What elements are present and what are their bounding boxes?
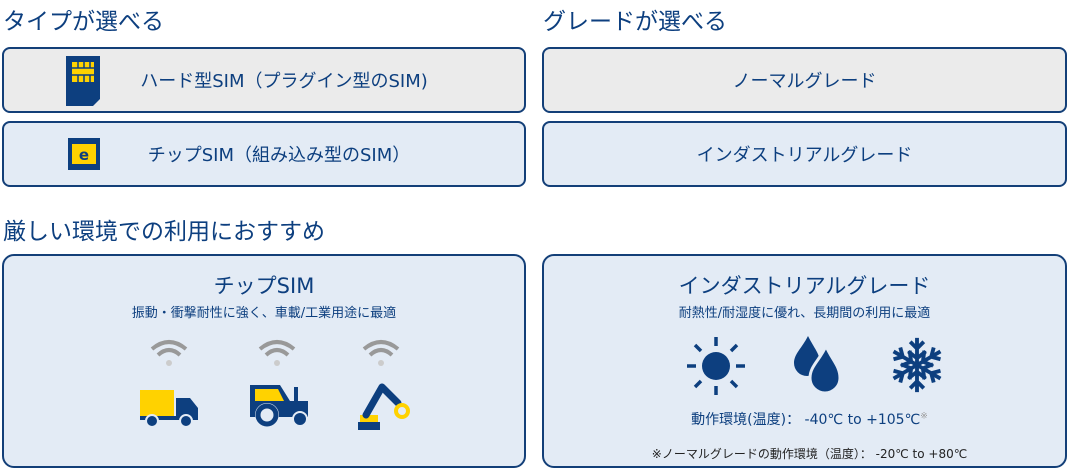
industrial-panel-subtitle: 耐熱性/耐湿度に優れ、長期間の利用に最適 xyxy=(678,306,931,321)
truck-icon xyxy=(140,390,198,428)
tractor-icon xyxy=(250,385,308,427)
normal-grade-temp-note: ※ノーマルグレードの動作環境（温度）： -20℃ to +80℃ xyxy=(651,447,968,461)
snowflake-icon xyxy=(888,337,946,394)
recommend-heading: 厳しい環境での利用におすすめ xyxy=(3,219,325,245)
industrial-panel-title: インダストリアルグレード xyxy=(678,274,931,298)
chip-sim-option[interactable]: e チップSIM（組み込み型のSIM） xyxy=(2,121,526,187)
chip-panel-subtitle: 振動・衝撃耐性に強く、車載/工業用途に最適 xyxy=(131,306,397,321)
chip-panel-title: チップSIM xyxy=(213,274,315,298)
temp-text: 動作環境(温度)： -40℃ to +105℃ xyxy=(691,412,921,428)
industrial-grade-label: インダストリアルグレード xyxy=(696,145,913,166)
wifi-icon xyxy=(258,340,296,366)
hard-sim-label: ハード型SIM（プラグイン型のSIM) xyxy=(140,71,428,92)
grade-heading: グレードが選べる xyxy=(543,9,727,35)
industrial-grade-option[interactable]: インダストリアルグレード xyxy=(542,121,1067,187)
chip-sim-panel: チップSIM 振動・衝撃耐性に強く、車載/工業用途に最適 xyxy=(2,254,526,468)
wifi-icon xyxy=(150,340,188,366)
temp-note-mark: ※ xyxy=(920,411,928,422)
sim-card-icon xyxy=(66,56,100,106)
svg-text:e: e xyxy=(79,146,89,164)
normal-grade-option[interactable]: ノーマルグレード xyxy=(542,47,1067,113)
water-drops-icon xyxy=(794,336,842,394)
wifi-icon xyxy=(362,340,400,366)
industrial-grade-panel: インダストリアルグレード 耐熱性/耐湿度に優れ、長期間の利用に最適 動作環境(温… xyxy=(542,254,1067,468)
esim-chip-icon: e xyxy=(68,138,100,170)
chip-sim-label: チップSIM（組み込み型のSIM） xyxy=(147,145,411,166)
hard-sim-option[interactable]: ハード型SIM（プラグイン型のSIM) xyxy=(2,47,526,113)
operating-temperature: 動作環境(温度)： -40℃ to +105℃※ xyxy=(554,409,1065,429)
type-heading: タイプが選べる xyxy=(3,9,164,35)
sun-icon xyxy=(687,337,745,395)
robot-arm-icon xyxy=(358,383,410,430)
normal-grade-label: ノーマルグレード xyxy=(732,71,877,92)
